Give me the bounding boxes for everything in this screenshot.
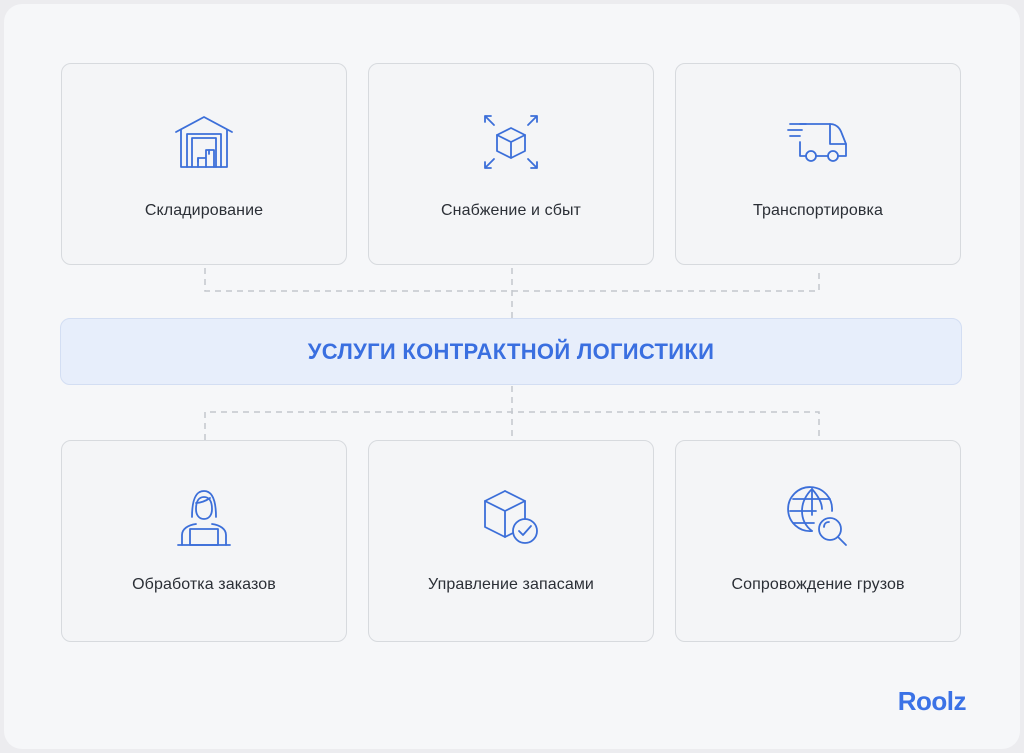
central-title: УСЛУГИ КОНТРАКТНОЙ ЛОГИСТИКИ <box>307 338 715 364</box>
operator-at-laptop-icon <box>172 485 236 549</box>
card-cargo-escort: Сопровождение грузов <box>675 440 961 642</box>
warehouse-icon <box>172 110 236 174</box>
box-check-icon <box>479 485 543 549</box>
card-warehousing: Складирование <box>61 63 347 265</box>
card-label: Снабжение и сбыт <box>441 202 581 219</box>
card-label: Транспортировка <box>753 202 883 219</box>
cube-expand-icon <box>479 110 543 174</box>
card-supply-and-distribution: Снабжение и сбыт <box>368 63 654 265</box>
central-service-bar: УСЛУГИ КОНТРАКТНОЙ ЛОГИСТИКИ <box>60 318 962 385</box>
roolz-logo: Roolz <box>897 686 967 716</box>
card-inventory-management: Управление запасами <box>368 440 654 642</box>
card-label: Управление запасами <box>428 576 594 593</box>
card-label: Складирование <box>144 202 264 219</box>
delivery-truck-icon <box>786 110 850 174</box>
card-label: Обработка заказов <box>132 576 276 593</box>
card-label: Сопровождение грузов <box>731 576 905 593</box>
card-order-processing: Обработка заказов <box>61 440 347 642</box>
globe-search-icon <box>786 485 850 549</box>
card-transportation: Транспортировка <box>675 63 961 265</box>
